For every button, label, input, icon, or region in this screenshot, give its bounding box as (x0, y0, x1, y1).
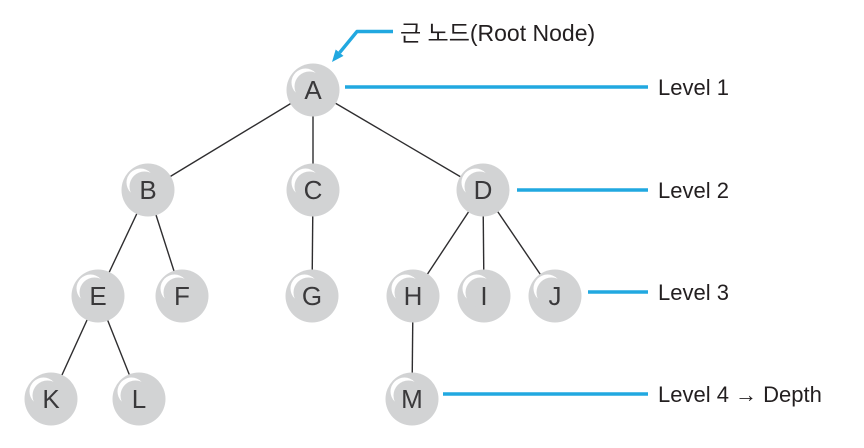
node-m: M (385, 372, 439, 426)
node-i: I (457, 269, 511, 323)
node-a-label: A (304, 75, 322, 105)
node-g-label: G (302, 281, 322, 311)
root-arrowhead-icon (332, 49, 344, 62)
edge-a-b (147, 89, 314, 191)
level-3-label: Level 3 (658, 280, 729, 305)
node-l-label: L (132, 384, 146, 414)
level-labels: Level 1 Level 2 Level 3 Level 4 → Depth (658, 75, 822, 407)
node-m-label: M (401, 384, 423, 414)
level-2-label: Level 2 (658, 178, 729, 203)
tree-edges (50, 89, 556, 400)
edge-a-d (312, 89, 484, 191)
node-h-label: H (404, 281, 423, 311)
level-4-label: Level 4 → Depth (658, 382, 822, 407)
node-g: G (285, 269, 339, 323)
root-pointer (332, 29, 393, 62)
level-1-label: Level 1 (658, 75, 729, 100)
root-arrow-line (338, 29, 393, 54)
node-i-label: I (480, 281, 487, 311)
node-c: C (286, 163, 340, 217)
node-l: L (112, 372, 166, 426)
node-k: K (24, 372, 78, 426)
node-f: F (155, 269, 209, 323)
node-h: H (386, 269, 440, 323)
node-e-label: E (89, 281, 106, 311)
node-d: D (456, 163, 510, 217)
node-e: E (71, 269, 125, 323)
node-j-label: J (549, 281, 562, 311)
tree-nodes: A B C D E F G (24, 63, 582, 426)
level-leader-lines (345, 85, 648, 396)
node-b: B (121, 163, 175, 217)
node-b-label: B (139, 175, 156, 205)
node-d-label: D (474, 175, 493, 205)
node-c-label: C (304, 175, 323, 205)
node-a: A (286, 63, 340, 117)
node-j: J (528, 269, 582, 323)
node-f-label: F (174, 281, 190, 311)
root-node-annotation: 근 노드(Root Node) (400, 20, 595, 46)
node-k-label: K (42, 384, 60, 414)
